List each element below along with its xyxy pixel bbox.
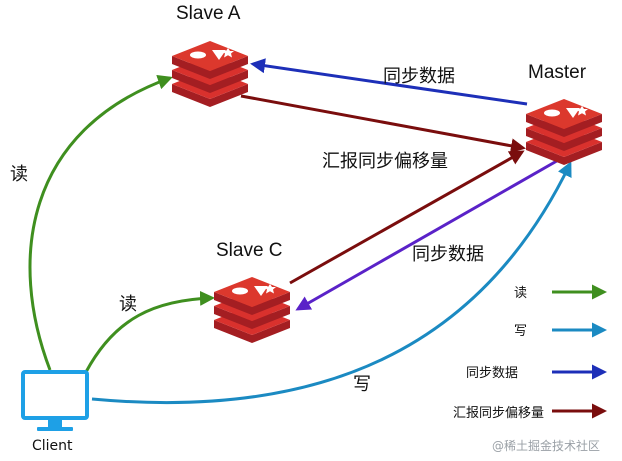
watermark: @稀土掘金技术社区 (492, 439, 601, 453)
edge-master-to-slave-a (250, 58, 528, 106)
edge-label-slave-a-to-master: 汇报同步偏移量 (322, 151, 448, 172)
node-label-slave-c: Slave C (216, 240, 283, 261)
edge-client-to-slave-c (84, 290, 215, 373)
redis-icon (214, 277, 290, 343)
edge-label-master-to-slave-a: 同步数据 (383, 66, 455, 87)
legend-label-sync: 同步数据 (466, 366, 519, 381)
edge-client-to-slave-a (28, 75, 173, 371)
legend-label-write: 写 (514, 324, 528, 339)
edge-label-client-to-slave-c: 读 (119, 294, 137, 315)
node-label-slave-a: Slave A (176, 3, 241, 24)
edge-slave-c-to-master (289, 150, 525, 285)
edge-client-to-master (91, 161, 572, 405)
node-label-master: Master (528, 62, 587, 83)
legend-label-read: 读 (514, 286, 528, 301)
edge-slave-a-to-master (240, 94, 526, 154)
redis-icon (526, 99, 602, 165)
edge-label-client-to-slave-a: 读 (10, 164, 28, 185)
node-label-client: Client (32, 438, 73, 454)
edge-label-master-to-slave-c: 同步数据 (412, 244, 484, 265)
edge-master-to-slave-c (295, 156, 563, 311)
legend-label-report: 汇报同步偏移量 (453, 406, 545, 421)
redis-icon (172, 41, 248, 107)
edge-label-client-to-master: 写 (353, 374, 371, 395)
monitor-icon (21, 370, 89, 431)
